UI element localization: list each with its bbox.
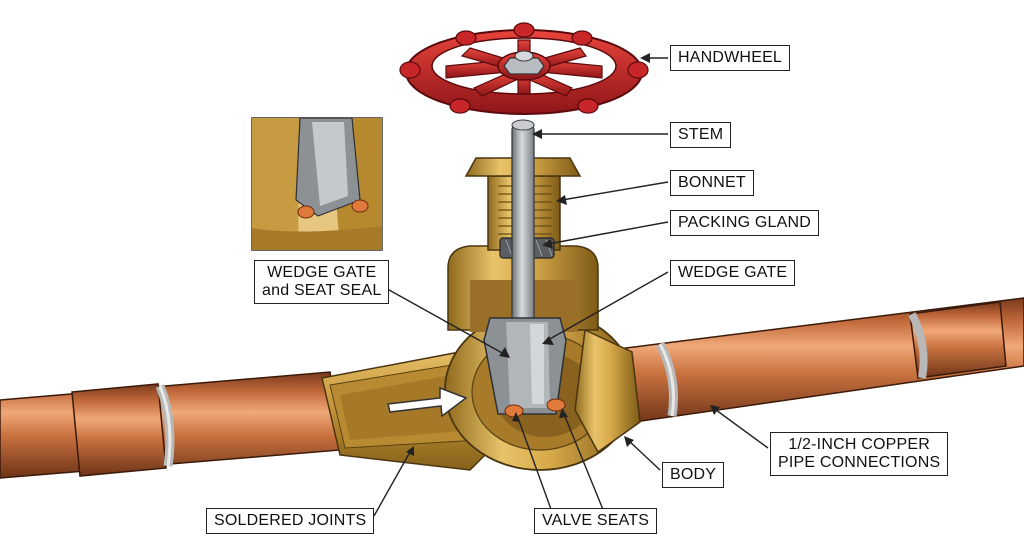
label-stem: STEM xyxy=(670,122,732,148)
arrow-right-icon xyxy=(387,386,468,418)
copper-pipe-right xyxy=(609,297,1024,425)
label-wedge-gate-seat-seal-line2: and SEAT SEAL xyxy=(262,282,382,299)
label-soldered-joints: SOLDERED JOINTS xyxy=(206,508,375,534)
label-wedge-gate: WEDGE GATE xyxy=(670,260,796,286)
label-copper-pipe: 1/2-INCH COPPER PIPE CONNECTIONS xyxy=(770,432,949,476)
label-copper-pipe-line1: 1/2-INCH COPPER xyxy=(788,436,931,453)
handwheel-part xyxy=(399,22,649,115)
label-wedge-gate-seat-seal: WEDGE GATE and SEAT SEAL xyxy=(254,260,390,304)
label-handwheel: HANDWHEEL xyxy=(670,45,791,71)
label-copper-pipe-line2: PIPE CONNECTIONS xyxy=(778,454,941,471)
label-body: BODY xyxy=(662,462,725,488)
leader-arrowheads xyxy=(406,53,720,456)
wedge-gate-detail-inset xyxy=(251,117,383,251)
valve-body xyxy=(321,309,641,471)
label-packing-gland: PACKING GLAND xyxy=(670,210,819,236)
valve-stem xyxy=(511,119,535,325)
leader-lines xyxy=(373,57,769,517)
label-bonnet: BONNET xyxy=(670,170,754,196)
label-wedge-gate-seat-seal-line1: WEDGE GATE xyxy=(267,264,377,281)
label-valve-seats: VALVE SEATS xyxy=(534,508,658,534)
copper-pipe-left xyxy=(0,371,341,479)
